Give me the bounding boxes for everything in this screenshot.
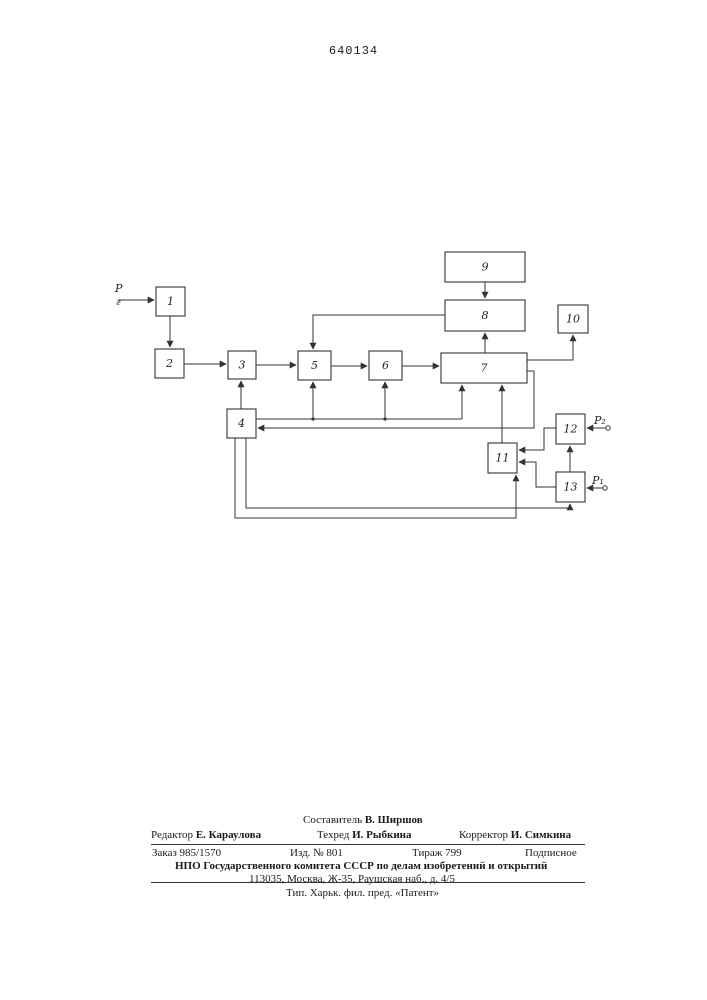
block-4: 4 [227, 409, 256, 438]
input-p-label: P [114, 282, 123, 295]
block-7-label: 7 [481, 362, 488, 375]
block-13-label: 13 [564, 481, 578, 494]
block-12: 12 [556, 414, 585, 444]
editor-name: Е. Караулова [196, 829, 261, 841]
input-p1-label: P₁ [591, 474, 604, 487]
block-5: 5 [298, 351, 331, 380]
corrector-line: Корректор И. Симкина [459, 829, 571, 841]
arrow-8-to-5 [313, 315, 445, 349]
block-1: 1 [156, 287, 185, 316]
corrector-role: Корректор [459, 829, 508, 841]
connection-lines [118, 282, 610, 518]
compiler-line: Составитель В. Ширшов [303, 814, 423, 826]
block-1-label: 1 [167, 295, 174, 308]
compiler-role: Составитель [303, 814, 362, 826]
block-3-label: 3 [239, 359, 246, 372]
block-2-label: 2 [165, 357, 173, 370]
block-4-label: 4 [237, 417, 245, 430]
arrow-4-to-13 [246, 438, 570, 508]
corrector-name: И. Симкина [511, 829, 571, 841]
printer: Тип. Харьк. фил. пред. «Патент» [286, 887, 439, 899]
address: 113035, Москва, Ж-35, Раушская наб., д. … [249, 873, 455, 885]
block-10: 10 [558, 305, 588, 333]
block-9: 9 [445, 252, 525, 282]
block-11-label: 11 [496, 452, 510, 465]
divider-top [151, 844, 585, 845]
subscription: Подписное [525, 847, 577, 859]
editor-line: Редактор Е. Караулова [151, 829, 261, 841]
block-11: 11 [488, 443, 517, 473]
circulation: Тираж 799 [412, 847, 462, 859]
arrow-4-to-11 [235, 438, 516, 518]
input-p2-label: P₂ [593, 414, 606, 427]
organization: НПО Государственного комитета СССР по де… [175, 860, 547, 872]
block-8: 8 [445, 300, 525, 331]
edition-number: Изд. № 801 [290, 847, 343, 859]
block-13: 13 [556, 472, 585, 502]
techred-role: Техред [317, 829, 349, 841]
input-p-subscript: г [116, 298, 121, 308]
techred-line: Техред И. Рыбкина [317, 829, 412, 841]
divider-bottom [151, 882, 585, 883]
block-10-label: 10 [566, 313, 580, 326]
block-5-label: 5 [311, 359, 318, 372]
techred-name: И. Рыбкина [352, 829, 411, 841]
block-6: 6 [369, 351, 402, 380]
block-7: 7 [441, 353, 527, 383]
arrow-12-to-11 [519, 428, 556, 450]
block-2: 2 [155, 349, 184, 378]
editor-role: Редактор [151, 829, 193, 841]
block-6-label: 6 [382, 359, 389, 372]
arrow-7-to-10 [527, 335, 573, 360]
order-number: Заказ 985/1570 [152, 847, 221, 859]
block-9-label: 9 [482, 261, 489, 274]
block-8-label: 8 [482, 309, 489, 322]
block-3: 3 [228, 351, 256, 379]
block-12-label: 12 [564, 423, 578, 436]
arrow-13-to-11 [519, 462, 556, 487]
terminal-p2 [606, 426, 610, 430]
compiler-name: В. Ширшов [365, 814, 423, 826]
